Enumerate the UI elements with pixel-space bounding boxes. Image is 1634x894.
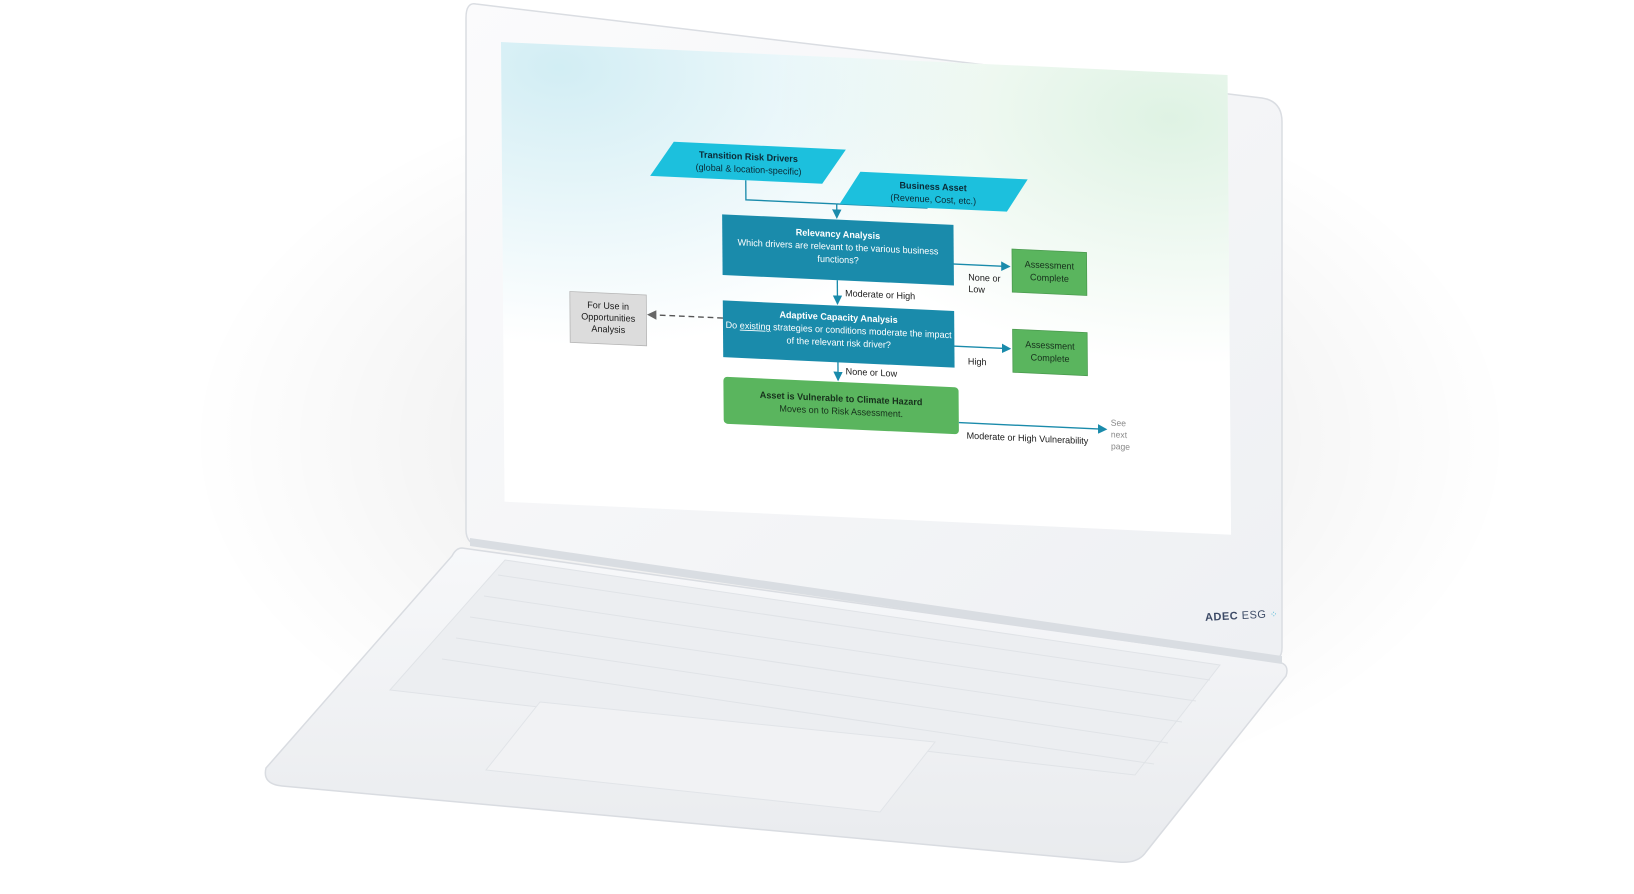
laptop-screen: Transition Risk Drivers (global & locati… (501, 42, 1232, 535)
transition-title: Transition Risk Drivers (699, 149, 798, 164)
node-assessment-complete-2: Assessment Complete (1012, 328, 1088, 377)
node-business-asset: Business Asset (Revenue, Cost, etc.) (839, 171, 1028, 212)
edge-relevancy-to-complete1 (951, 261, 1011, 271)
relevancy-line2: functions? (817, 254, 858, 266)
label-none-low-2: None or Low (846, 366, 898, 378)
keyboard (388, 559, 1221, 776)
opportunities-line3: Analysis (591, 324, 625, 336)
complete2-line2: Complete (1031, 352, 1070, 364)
label-moderate-high: Moderate or High (845, 288, 915, 301)
adaptive-line2: of the relevant risk driver? (786, 335, 891, 350)
asset-title: Business Asset (899, 180, 966, 193)
label-none-low-1a: None or (968, 272, 1000, 284)
opportunities-line1: For Use in (587, 300, 629, 312)
node-relevancy-analysis: Relevancy Analysis Which drivers are rel… (722, 214, 954, 286)
adaptive-line1-underlined: existing (740, 320, 771, 332)
label-none-low-1b: Low (968, 284, 985, 295)
relevancy-title: Relevancy Analysis (796, 227, 881, 241)
edge-vulnerable-to-next (958, 421, 1108, 434)
edge-adaptive-to-opportunities (647, 310, 723, 320)
edge-adaptive-to-complete2 (952, 343, 1012, 354)
node-transition-risk-drivers: Transition Risk Drivers (global & locati… (650, 141, 846, 184)
label-moderate-high-vuln: Moderate or High Vulnerability (967, 431, 1089, 447)
node-opportunities: For Use in Opportunities Analysis (569, 291, 648, 347)
opportunities-line2: Opportunities (581, 311, 635, 324)
asset-sub: (Revenue, Cost, etc.) (890, 192, 976, 206)
node-adaptive-capacity: Adaptive Capacity Analysis Do existing s… (722, 300, 955, 368)
adaptive-line1-pre: Do (726, 320, 740, 331)
laptop-hinge (470, 538, 1282, 664)
sparkle-icon: ⁘ (1269, 609, 1279, 620)
flowchart: Transition Risk Drivers (global & locati… (569, 141, 1131, 452)
complete1-line1: Assessment (1025, 259, 1075, 271)
node-assessment-complete-1: Assessment Complete (1011, 248, 1088, 296)
node-asset-vulnerable: Asset is Vulnerable to Climate Hazard Mo… (723, 376, 959, 435)
see-next-page: See next page (1111, 418, 1131, 452)
see-next-line3: page (1111, 441, 1130, 452)
brand-name-bold: ADEC (1204, 610, 1239, 624)
keyboard-keys (441, 574, 1211, 765)
label-high: High (968, 356, 987, 367)
edge-transition-down (745, 180, 837, 205)
brand-name-light: ESG (1241, 608, 1267, 622)
transition-sub: (global & location-specific) (696, 162, 802, 177)
see-next-line1: See (1111, 418, 1127, 429)
complete1-line2: Complete (1030, 272, 1069, 284)
trackpad (485, 701, 936, 813)
see-next-line2: next (1111, 429, 1128, 440)
complete2-line1: Assessment (1025, 339, 1075, 351)
